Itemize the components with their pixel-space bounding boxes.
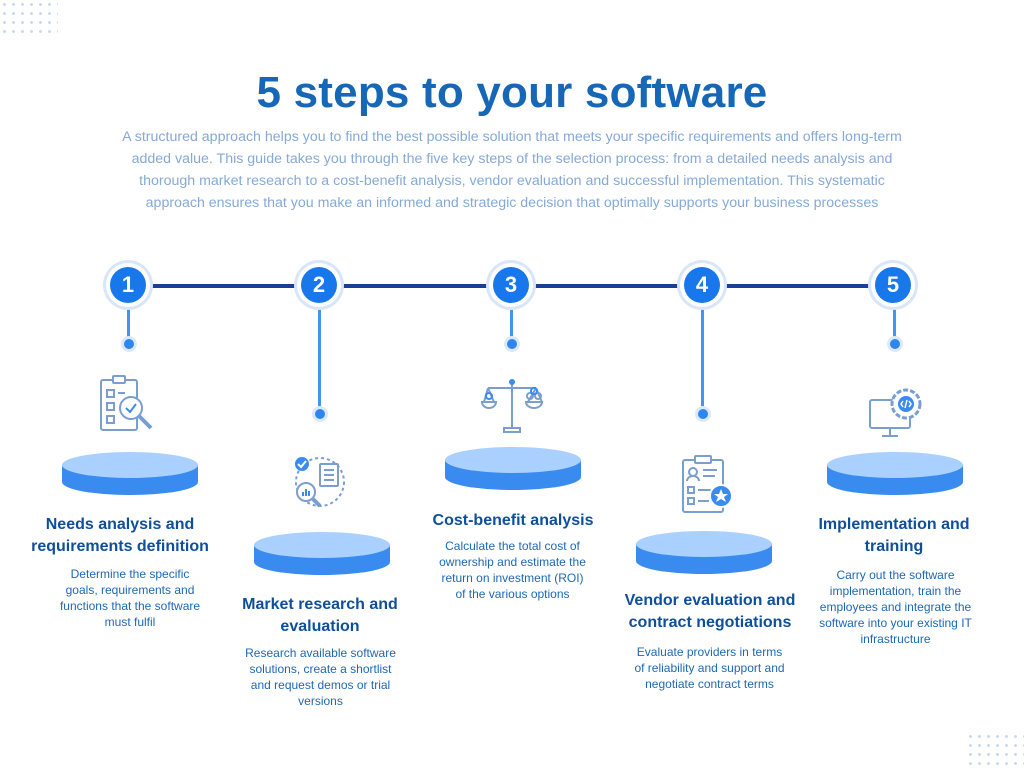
- step-1-description: Determine the specific goals, requiremen…: [59, 567, 201, 629]
- step-1-connector: [127, 304, 130, 344]
- step-3-title: Cost-benefit analysis: [432, 512, 594, 529]
- step-3-description: Calculate the total cost of ownership an…: [439, 539, 586, 601]
- step-5-connector-dot: [890, 339, 900, 349]
- step-5-number-circle: 5: [875, 267, 911, 303]
- step-4-connector-dot: [698, 409, 708, 419]
- step-3-connector: [510, 304, 513, 344]
- step-5-connector: [893, 304, 896, 344]
- research-chart-icon: [288, 452, 352, 516]
- step-1-number-circle: 1: [110, 267, 146, 303]
- step-3-connector-dot: [507, 339, 517, 349]
- step-5-platform: [827, 452, 963, 496]
- clipboard-star-icon: [673, 454, 737, 518]
- step-1-title: Needs analysis and requirements definiti…: [31, 516, 209, 555]
- step-3-number-circle: 3: [493, 267, 529, 303]
- step-2-description: Research available software solutions, c…: [245, 646, 396, 708]
- step-4-platform: [636, 531, 772, 575]
- balance-scale-icon: [480, 374, 544, 438]
- decorative-dots-bottom-right: [966, 732, 1024, 768]
- step-2-platform: [254, 532, 390, 576]
- step-4-connector: [701, 304, 704, 414]
- step-2-connector-dot: [315, 409, 325, 419]
- step-3-platform: [445, 447, 581, 491]
- step-2-number-circle: 2: [301, 267, 337, 303]
- step-2-title: Market research and evaluation: [242, 596, 398, 635]
- monitor-gear-icon: [862, 380, 926, 444]
- step-1-platform: [62, 452, 198, 496]
- step-1-connector-dot: [124, 339, 134, 349]
- decorative-dots-top-left: [0, 0, 58, 36]
- intro-paragraph: A structured approach helps you to find …: [122, 129, 902, 211]
- step-2-connector: [318, 304, 321, 414]
- step-5-description: Carry out the software implementation, t…: [819, 568, 972, 646]
- step-4-number-circle: 4: [684, 267, 720, 303]
- page-title: 5 steps to your software: [256, 68, 768, 117]
- step-4-title: Vendor evaluation and contract negotiati…: [624, 592, 796, 631]
- checklist-magnifier-icon: [97, 374, 161, 438]
- step-4-description: Evaluate providers in terms of reliabili…: [634, 645, 785, 691]
- step-5-title: Implementation and training: [818, 516, 970, 555]
